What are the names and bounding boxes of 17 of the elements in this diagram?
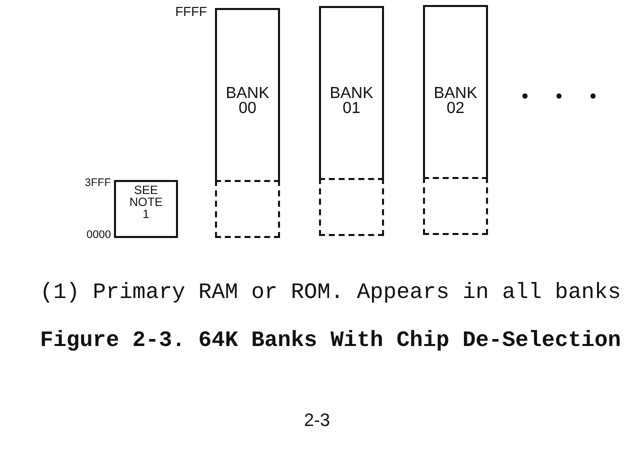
bank-label: BANK 00 — [226, 86, 270, 116]
figure-caption: Figure 2-3. 64K Banks With Chip De-Selection — [40, 328, 621, 353]
address-label: 0000 — [86, 229, 111, 242]
dashed-memory-block — [215, 180, 280, 238]
page-number: 2-3 — [304, 410, 330, 431]
address-label: FFFF — [175, 4, 207, 19]
dashed-memory-block — [319, 178, 384, 236]
bank-label: BANK 01 — [330, 86, 374, 116]
note-reference-box — [114, 180, 178, 238]
dashed-memory-block — [423, 177, 488, 235]
memory-bank-block — [319, 6, 384, 179]
note-reference-text: SEE NOTE 1 — [129, 184, 163, 220]
address-label: 3FFF — [84, 177, 111, 190]
memory-bank-block — [423, 5, 488, 178]
bank-label: BANK 02 — [434, 86, 478, 116]
footnote-text: (1) Primary RAM or ROM. Appears in all banks — [40, 280, 621, 305]
memory-bank-block — [215, 8, 280, 181]
